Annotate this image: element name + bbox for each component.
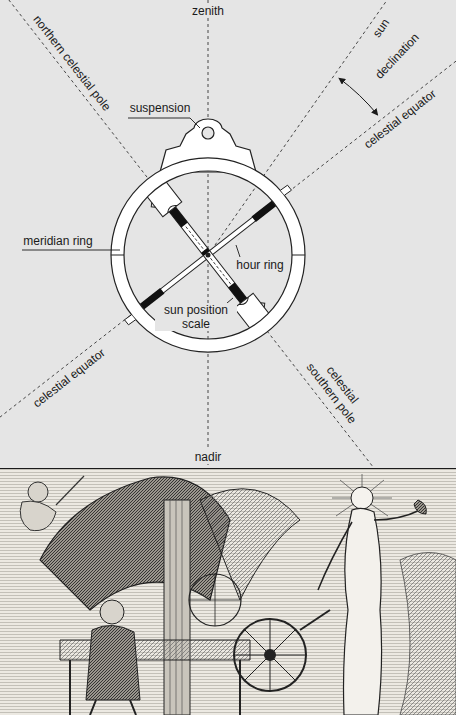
hour-ring-leader <box>236 245 240 257</box>
direction-label: zenith <box>189 4 227 18</box>
leader-lines <box>22 118 240 303</box>
axis-label: northern celestial pole <box>30 12 113 113</box>
declination-arrow <box>339 78 378 115</box>
reference-lines <box>0 0 456 468</box>
direction-label: sun <box>370 16 393 40</box>
ring-internals <box>138 176 278 333</box>
panel-divider <box>0 468 456 469</box>
direction-label: nadir <box>192 450 225 464</box>
axis-label: celestial equator <box>30 346 107 411</box>
sun-position-scale-symbol <box>142 176 274 333</box>
axis-label: celestial southern pole <box>298 345 375 433</box>
meridian-ring-leader <box>22 250 120 251</box>
pole-axis-line <box>5 0 377 468</box>
engraving-illustration <box>0 468 456 715</box>
meridian-ring-symbol <box>111 158 305 352</box>
panel-ground <box>0 0 456 468</box>
zenith-line <box>208 0 209 468</box>
sun-line <box>208 0 392 255</box>
hour-ring-symbol <box>138 199 278 310</box>
axis-label: celestial equator <box>361 87 438 152</box>
part-label: suspension <box>130 101 191 115</box>
part-label: hour ring <box>236 258 283 272</box>
suspension-leader <box>128 118 200 128</box>
part-label: sun position scale <box>155 303 237 331</box>
suspension-hole <box>202 127 214 139</box>
equator-line <box>0 58 456 421</box>
part-label: meridian ring <box>23 234 92 248</box>
